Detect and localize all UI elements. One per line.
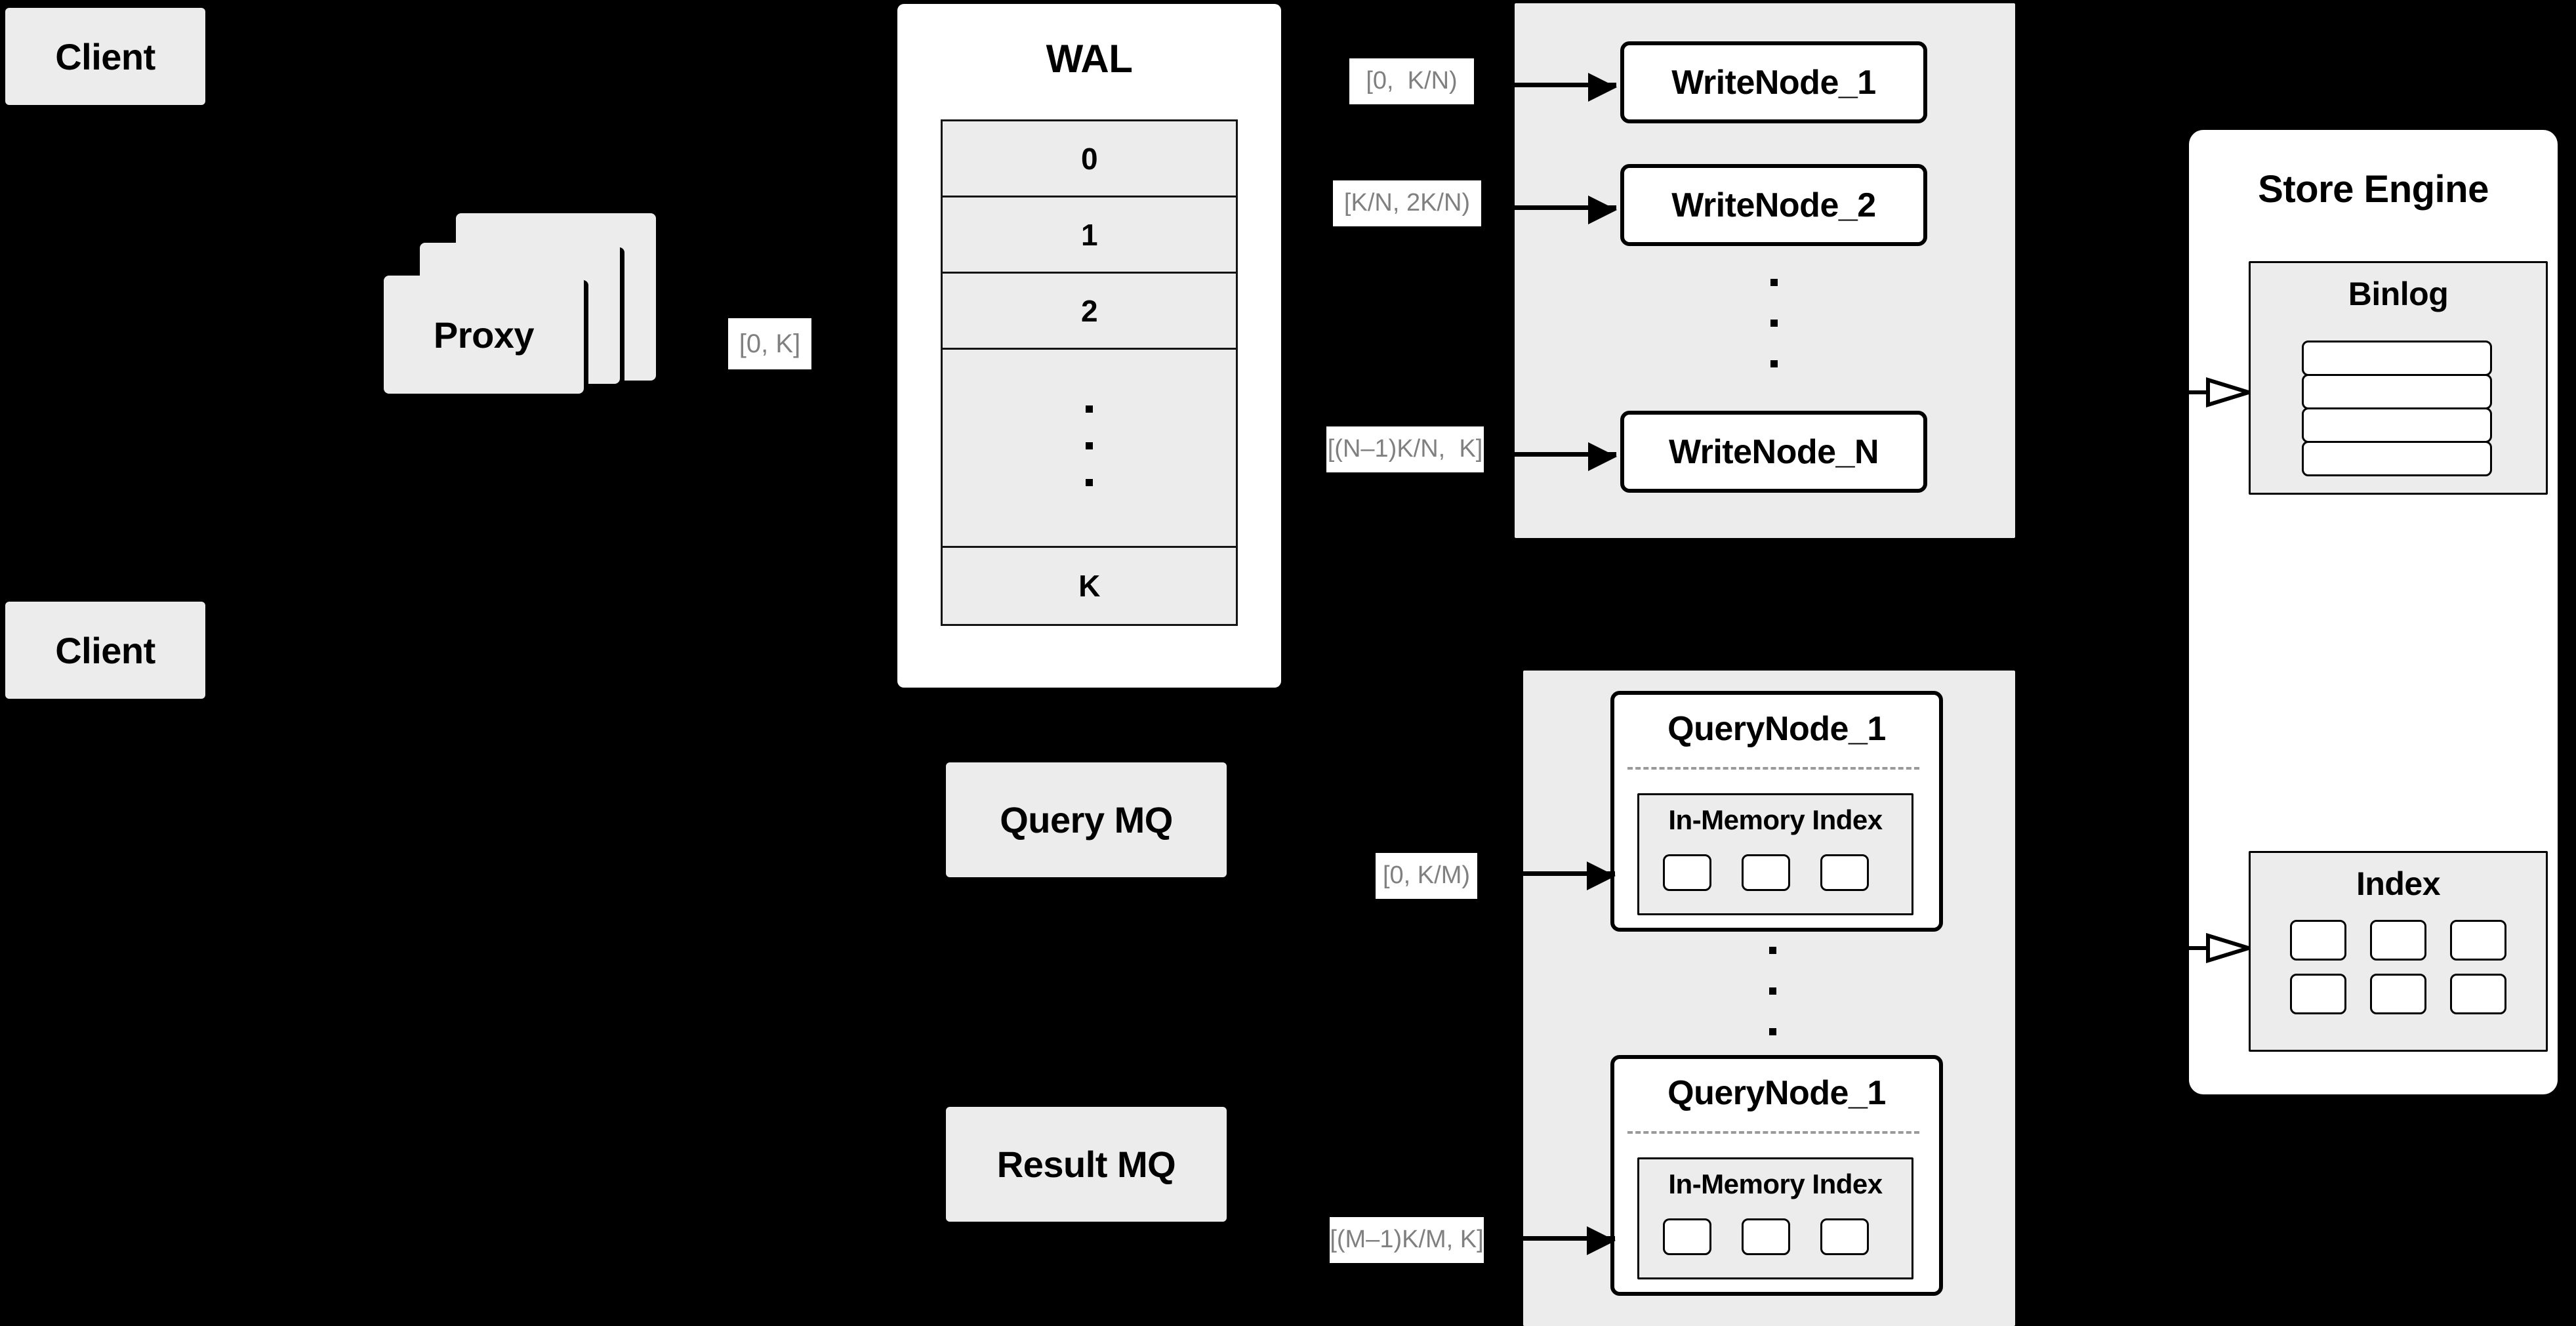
wal-entry-k: K xyxy=(1078,569,1100,603)
proxy-label: Proxy xyxy=(433,314,535,356)
query-node-2-index-panel: In-Memory Index xyxy=(1637,1157,1913,1279)
proxy-stack[interactable]: Proxy xyxy=(384,213,679,430)
index-panel: Index xyxy=(2249,851,2548,1052)
query-node-2-index-cell-2 xyxy=(1742,1218,1790,1255)
arrow-to-write-node-n xyxy=(1515,442,1617,471)
arrow-to-write-node-1 xyxy=(1515,73,1617,102)
binlog-title: Binlog xyxy=(2348,276,2449,312)
edge-label-proxy-to-wal: [0, K] xyxy=(728,318,811,369)
binlog-row xyxy=(2302,374,2492,409)
write-node-2[interactable]: WriteNode_2 xyxy=(1620,164,1927,246)
wal-entry-2: 2 xyxy=(943,274,1236,350)
query-node-2-title: QueryNode_1 xyxy=(1667,1074,1886,1112)
index-cell xyxy=(2370,920,2426,961)
edge-label-query-range-1-text: [0, K/M) xyxy=(1382,861,1471,890)
write-node-n[interactable]: WriteNode_N xyxy=(1620,411,1927,493)
wal-entry-0: 0 xyxy=(943,121,1236,197)
query-node-1-index-title: In-Memory Index xyxy=(1668,804,1883,835)
binlog-row xyxy=(2302,441,2492,476)
wal-title: WAL xyxy=(1046,37,1133,81)
arrow-to-binlog xyxy=(2131,377,2256,408)
index-cell xyxy=(2290,974,2346,1014)
query-node-1-separator xyxy=(1627,767,1919,770)
query-group-vertical-ellipsis xyxy=(1769,947,1776,1035)
edge-label-proxy-to-wal-text: [0, K] xyxy=(739,329,801,358)
edge-label-write-range-1-text: [0, K/N) xyxy=(1366,67,1458,95)
index-cell xyxy=(2290,920,2346,961)
arrow-to-binlog-icon xyxy=(2131,377,2256,408)
edge-label-query-range-m: [(M–1)K/M, K] xyxy=(1330,1217,1484,1263)
query-mq-label: Query MQ xyxy=(1000,799,1173,840)
write-node-1-label: WriteNode_1 xyxy=(1671,63,1876,102)
edge-label-write-range-n-text: [(N–1)K/N, K] xyxy=(1327,435,1483,463)
client-node-1[interactable]: Client xyxy=(5,8,205,105)
arrow-to-query-node-1 xyxy=(1523,861,1616,890)
write-node-n-label: WriteNode_N xyxy=(1668,432,1879,471)
wal-entry-list: 0 1 2 K xyxy=(941,119,1238,626)
query-node-2[interactable]: QueryNode_1 In-Memory Index xyxy=(1610,1055,1943,1296)
query-node-1-index-cell-1 xyxy=(1663,854,1711,891)
binlog-panel: Binlog xyxy=(2249,261,2548,495)
query-node-1-title: QueryNode_1 xyxy=(1667,710,1886,748)
arrow-to-query-node-2 xyxy=(1523,1226,1616,1255)
index-cell xyxy=(2370,974,2426,1014)
client-node-2[interactable]: Client xyxy=(5,602,205,699)
query-node-1[interactable]: QueryNode_1 In-Memory Index xyxy=(1610,691,1943,932)
index-cell xyxy=(2450,920,2506,961)
result-mq-label: Result MQ xyxy=(996,1144,1176,1185)
index-cell xyxy=(2450,974,2506,1014)
binlog-row xyxy=(2302,341,2492,376)
binlog-row xyxy=(2302,407,2492,443)
wal-entry-1: 1 xyxy=(943,197,1236,274)
query-node-1-index-panel: In-Memory Index xyxy=(1637,793,1913,915)
edge-label-write-range-2-text: [K/N, 2K/N) xyxy=(1343,189,1471,217)
edge-label-query-range-1: [0, K/M) xyxy=(1376,853,1477,899)
edge-label-write-range-1: [0, K/N) xyxy=(1349,58,1474,104)
wal-entry-ellipsis xyxy=(943,350,1236,548)
write-node-1[interactable]: WriteNode_1 xyxy=(1620,41,1927,123)
query-node-2-separator xyxy=(1627,1131,1919,1134)
wal-vertical-ellipsis xyxy=(1086,405,1093,491)
query-node-2-index-cell-1 xyxy=(1663,1218,1711,1255)
index-title: Index xyxy=(2356,865,2441,902)
arrow-to-index-icon xyxy=(2131,932,2256,964)
query-mq-node[interactable]: Query MQ xyxy=(946,762,1227,877)
query-node-2-index-title: In-Memory Index xyxy=(1668,1169,1883,1199)
result-mq-node[interactable]: Result MQ xyxy=(946,1107,1227,1222)
edge-label-write-range-n: [(N–1)K/N, K] xyxy=(1326,426,1484,472)
write-node-2-label: WriteNode_2 xyxy=(1671,186,1876,224)
write-group-vertical-ellipsis xyxy=(1770,279,1778,367)
client-node-1-label: Client xyxy=(55,35,155,77)
store-engine-title: Store Engine xyxy=(2258,168,2489,211)
edge-label-write-range-2: [K/N, 2K/N) xyxy=(1333,180,1481,226)
binlog-rows xyxy=(2302,341,2492,476)
arrow-to-write-node-2 xyxy=(1515,196,1617,224)
edge-label-query-range-m-text: [(M–1)K/M, K] xyxy=(1330,1226,1484,1254)
client-node-2-label: Client xyxy=(55,629,155,671)
query-node-1-index-cell-3 xyxy=(1820,854,1869,891)
query-node-1-index-cell-2 xyxy=(1742,854,1790,891)
query-node-2-index-cell-3 xyxy=(1820,1218,1869,1255)
arrow-to-index xyxy=(2131,932,2256,964)
proxy-card-front[interactable]: Proxy xyxy=(384,276,584,394)
